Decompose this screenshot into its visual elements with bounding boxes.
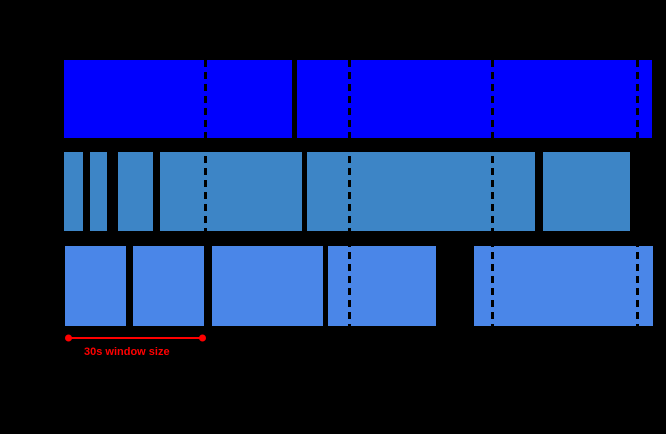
row-top-segment: [297, 60, 652, 138]
measure-line-left-dot: [65, 334, 72, 342]
window-size-measure-line: [65, 334, 206, 342]
row-middle-segment: [118, 152, 153, 231]
row-middle-segment: [543, 152, 630, 231]
row-bottom-segment: [65, 246, 126, 326]
row-bottom-segment: [133, 246, 204, 326]
window-boundary-dashed-line: [348, 60, 351, 326]
window-size-label: 30s window size: [84, 346, 170, 358]
row-middle-segment: [307, 152, 535, 231]
window-boundary-dashed-line: [204, 60, 207, 326]
measure-line-right-dot: [199, 334, 206, 342]
row-middle-segment: [160, 152, 302, 231]
window-boundary-dashed-line: [491, 60, 494, 326]
row-bottom-segment: [474, 246, 653, 326]
row-top-segment: [64, 60, 292, 138]
row-bottom-segment: [328, 246, 436, 326]
row-middle-segment: [64, 152, 83, 231]
row-middle-segment: [90, 152, 107, 231]
row-bottom-segment: [212, 246, 323, 326]
window-boundary-dashed-line: [636, 60, 639, 326]
